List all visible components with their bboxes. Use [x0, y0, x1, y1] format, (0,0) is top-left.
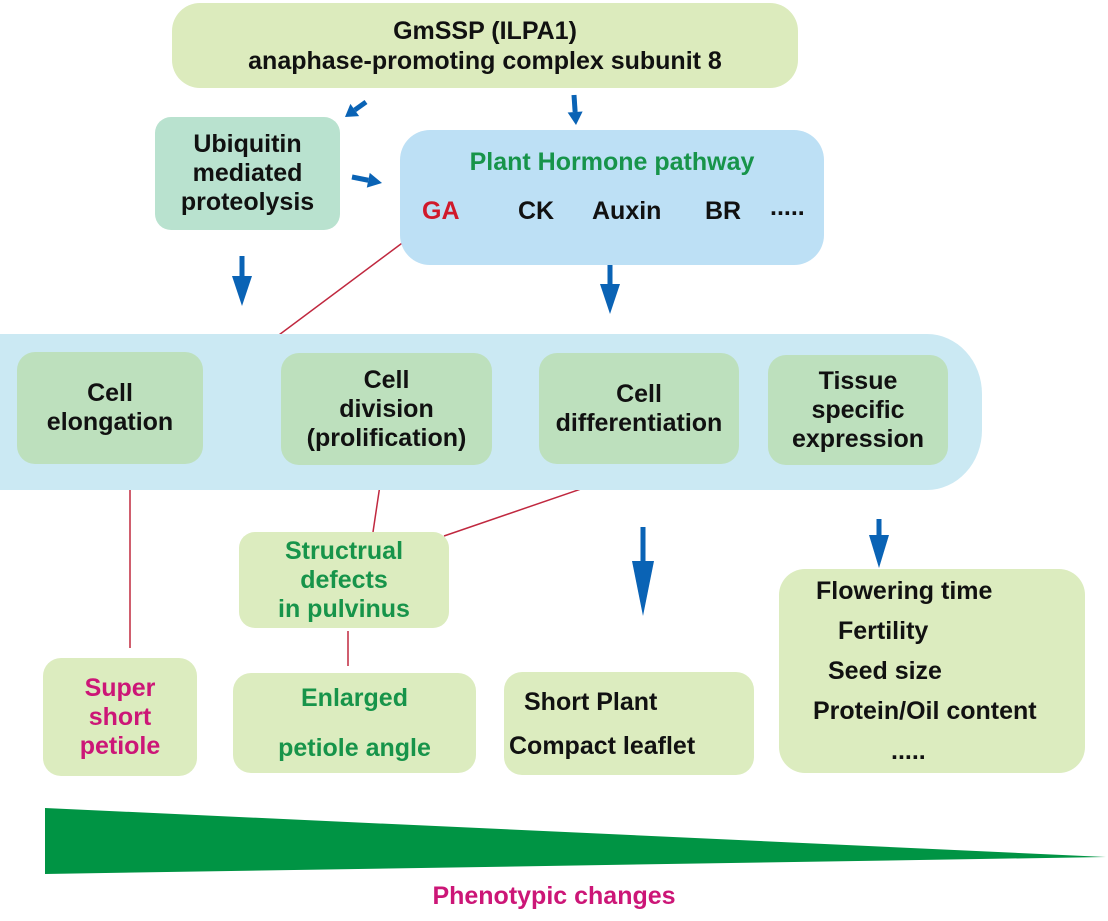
hormone-title: Plant Hormone pathway: [469, 148, 755, 176]
super-short-petiole-box: Super short petiole: [43, 658, 197, 776]
ubiquitin-line: mediated: [192, 159, 303, 187]
arrow-to-ubiquitin: [345, 99, 368, 117]
phenotype-line: petiole angle: [278, 734, 431, 762]
hormone-ga: GA: [422, 197, 460, 225]
phenotype-line: Short Plant: [524, 687, 658, 716]
structural-defects-box: Structrual defects in pulvinus: [239, 532, 449, 628]
process-line: differentiation: [555, 408, 723, 437]
arrow-to-hormone: [567, 94, 583, 125]
process-line: division: [339, 394, 434, 423]
hormone-pathway-box: Plant Hormone pathway GA CK Auxin BR ...…: [400, 130, 824, 265]
phenotypic-gradient-wedge: [45, 808, 1106, 874]
process-line: Tissue: [818, 366, 898, 395]
process-cell-division: Cell division (prolification): [281, 353, 492, 465]
process-cell-elongation: Cell elongation: [17, 352, 203, 464]
short-plant-box: Short Plant Compact leaflet: [504, 672, 754, 775]
process-line: Cell: [87, 379, 133, 407]
process-line: Cell: [616, 379, 662, 408]
arrow-ubiquitin-to-hormone: [351, 172, 382, 188]
reproductive-traits-box: Flowering time Fertility Seed size Prote…: [779, 569, 1085, 773]
ubiquitin-box: Ubiquitin mediated proteolysis: [155, 117, 340, 230]
ubiquitin-line: proteolysis: [180, 188, 315, 216]
arrow-to-short-plant: [632, 527, 654, 616]
structural-line: in pulvinus: [278, 594, 410, 623]
gene-box: GmSSP (ILPA1) anaphase-promoting complex…: [172, 3, 798, 88]
arrow-ubiquitin-to-processes: [232, 256, 252, 306]
hormone-auxin: Auxin: [592, 197, 662, 225]
phenotype-line: Enlarged: [301, 684, 408, 712]
phenotype-line: short: [88, 702, 152, 731]
gene-protein: anaphase-promoting complex subunit 8: [248, 46, 722, 75]
arrows: [232, 94, 889, 616]
gene-name: GmSSP (ILPA1): [393, 16, 577, 45]
phenotype-line: Protein/Oil content: [813, 697, 1037, 725]
process-tissue-specific-expression: Tissue specific expression: [768, 355, 948, 465]
phenotype-line: Flowering time: [816, 577, 993, 605]
hormone-ellipsis: .....: [770, 193, 805, 221]
phenotype-line: petiole: [79, 731, 161, 760]
hormone-br: BR: [705, 197, 742, 225]
enlarged-petiole-angle-box: Enlarged petiole angle: [233, 673, 476, 773]
structural-line: defects: [300, 565, 388, 594]
process-cell-differentiation: Cell differentiation: [539, 353, 739, 464]
process-line: Cell: [363, 365, 410, 394]
process-line: (prolification): [306, 423, 467, 452]
process-line: elongation: [46, 408, 174, 436]
hormone-ck: CK: [518, 197, 555, 225]
structural-line: Structrual: [284, 536, 404, 565]
phenotype-line: Seed size: [828, 657, 942, 685]
arrow-hormone-to-processes: [600, 264, 620, 314]
process-line: expression: [791, 424, 924, 453]
ubiquitin-line: Ubiquitin: [193, 130, 302, 158]
phenotype-line: Compact leaflet: [509, 731, 696, 760]
arrow-to-reproductive: [869, 519, 889, 568]
process-line: specific: [811, 395, 905, 424]
phenotypic-changes-label: Phenotypic changes: [432, 882, 676, 910]
phenotype-line: Fertility: [838, 617, 929, 645]
phenotype-line: Super: [84, 673, 156, 702]
phenotype-line: .....: [891, 737, 926, 765]
